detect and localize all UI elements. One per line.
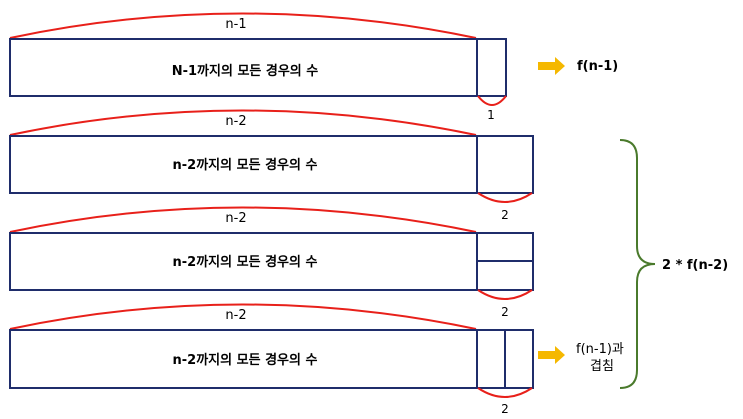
span-arc-n-1 [9,12,477,39]
box-text-n-2-c: n-2까지의 모든 경우의 수 [173,352,318,368]
brace-group: 2 * f(n-2) [619,139,728,389]
row-n-2-b: n-2 n-2까지의 모든 경우의 수 2 [9,206,534,319]
arrow-icon [538,346,565,364]
main-box-n-2-c [9,329,478,389]
box-text-n-1: N-1까지의 모든 경우의 수 [172,63,319,79]
box-text-n-2-a: n-2까지의 모든 경우의 수 [173,157,318,173]
overlap-note-line2: 겹침 [590,359,614,374]
tail-arc-2c [477,387,533,398]
tail-tile-square [476,135,534,194]
span-label-n-1: n-1 [225,17,246,32]
main-box-n-2-b [9,232,478,291]
span-label-n-2-a: n-2 [225,114,246,129]
tail-tile-1 [476,38,507,97]
row-n-2-c: n-2 n-2까지의 모든 경우의 수 2 [9,303,534,416]
right-brace [619,139,656,389]
two-f-n2-label: 2 * f(n-2) [662,258,728,273]
tail-label-1: 1 [487,108,495,122]
main-box-n-2-a [9,135,478,194]
span-arc-n-2-b [9,206,477,233]
arrow-to-overlap-note: f(n-1)과 겹침 [538,342,624,374]
span-arc-n-2-c [9,303,477,330]
overlap-note-line1: f(n-1)과 [576,342,624,357]
tail-arc-1 [477,95,507,106]
row-n-2-a: n-2 n-2까지의 모든 경우의 수 2 [9,109,534,222]
tail-arc-2a [477,192,533,203]
arrow-icon [538,57,565,75]
tail-arc-2b [477,289,533,300]
tail-label-2b: 2 [501,305,509,319]
span-label-n-2-c: n-2 [225,308,246,323]
row-n-1: n-1 N-1까지의 모든 경우의 수 1 [9,12,507,122]
box-text-n-2-b: n-2까지의 모든 경우의 수 [173,254,318,270]
span-label-n-2-b: n-2 [225,211,246,226]
tail-label-2c: 2 [501,402,509,416]
span-arc-n-2-a [9,109,477,136]
tail-label-2a: 2 [501,208,509,222]
arrow-to-f-n1: f(n-1) [538,57,618,75]
f-n1-label: f(n-1) [577,59,618,74]
